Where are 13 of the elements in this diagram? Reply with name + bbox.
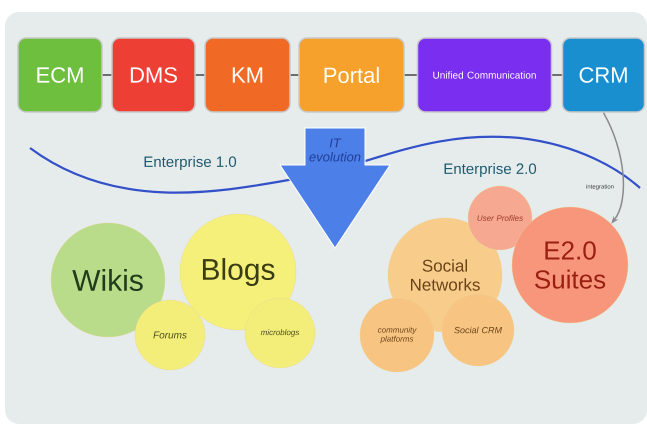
system-box: ECM [17, 37, 103, 113]
connector-line [552, 74, 562, 76]
connector-line [290, 74, 298, 76]
connector-line [196, 74, 204, 76]
system-box: CRM [562, 37, 646, 113]
connector-line [404, 74, 417, 76]
section-label: Enterprise 2.0 [444, 163, 536, 177]
system-box: KM [204, 37, 291, 113]
system-box: Portal [298, 37, 405, 113]
system-box: DMS [111, 37, 196, 113]
section-label: Enterprise 1.0 [144, 156, 236, 170]
system-box: Unified Communication [416, 37, 552, 113]
connector-line [102, 74, 112, 76]
